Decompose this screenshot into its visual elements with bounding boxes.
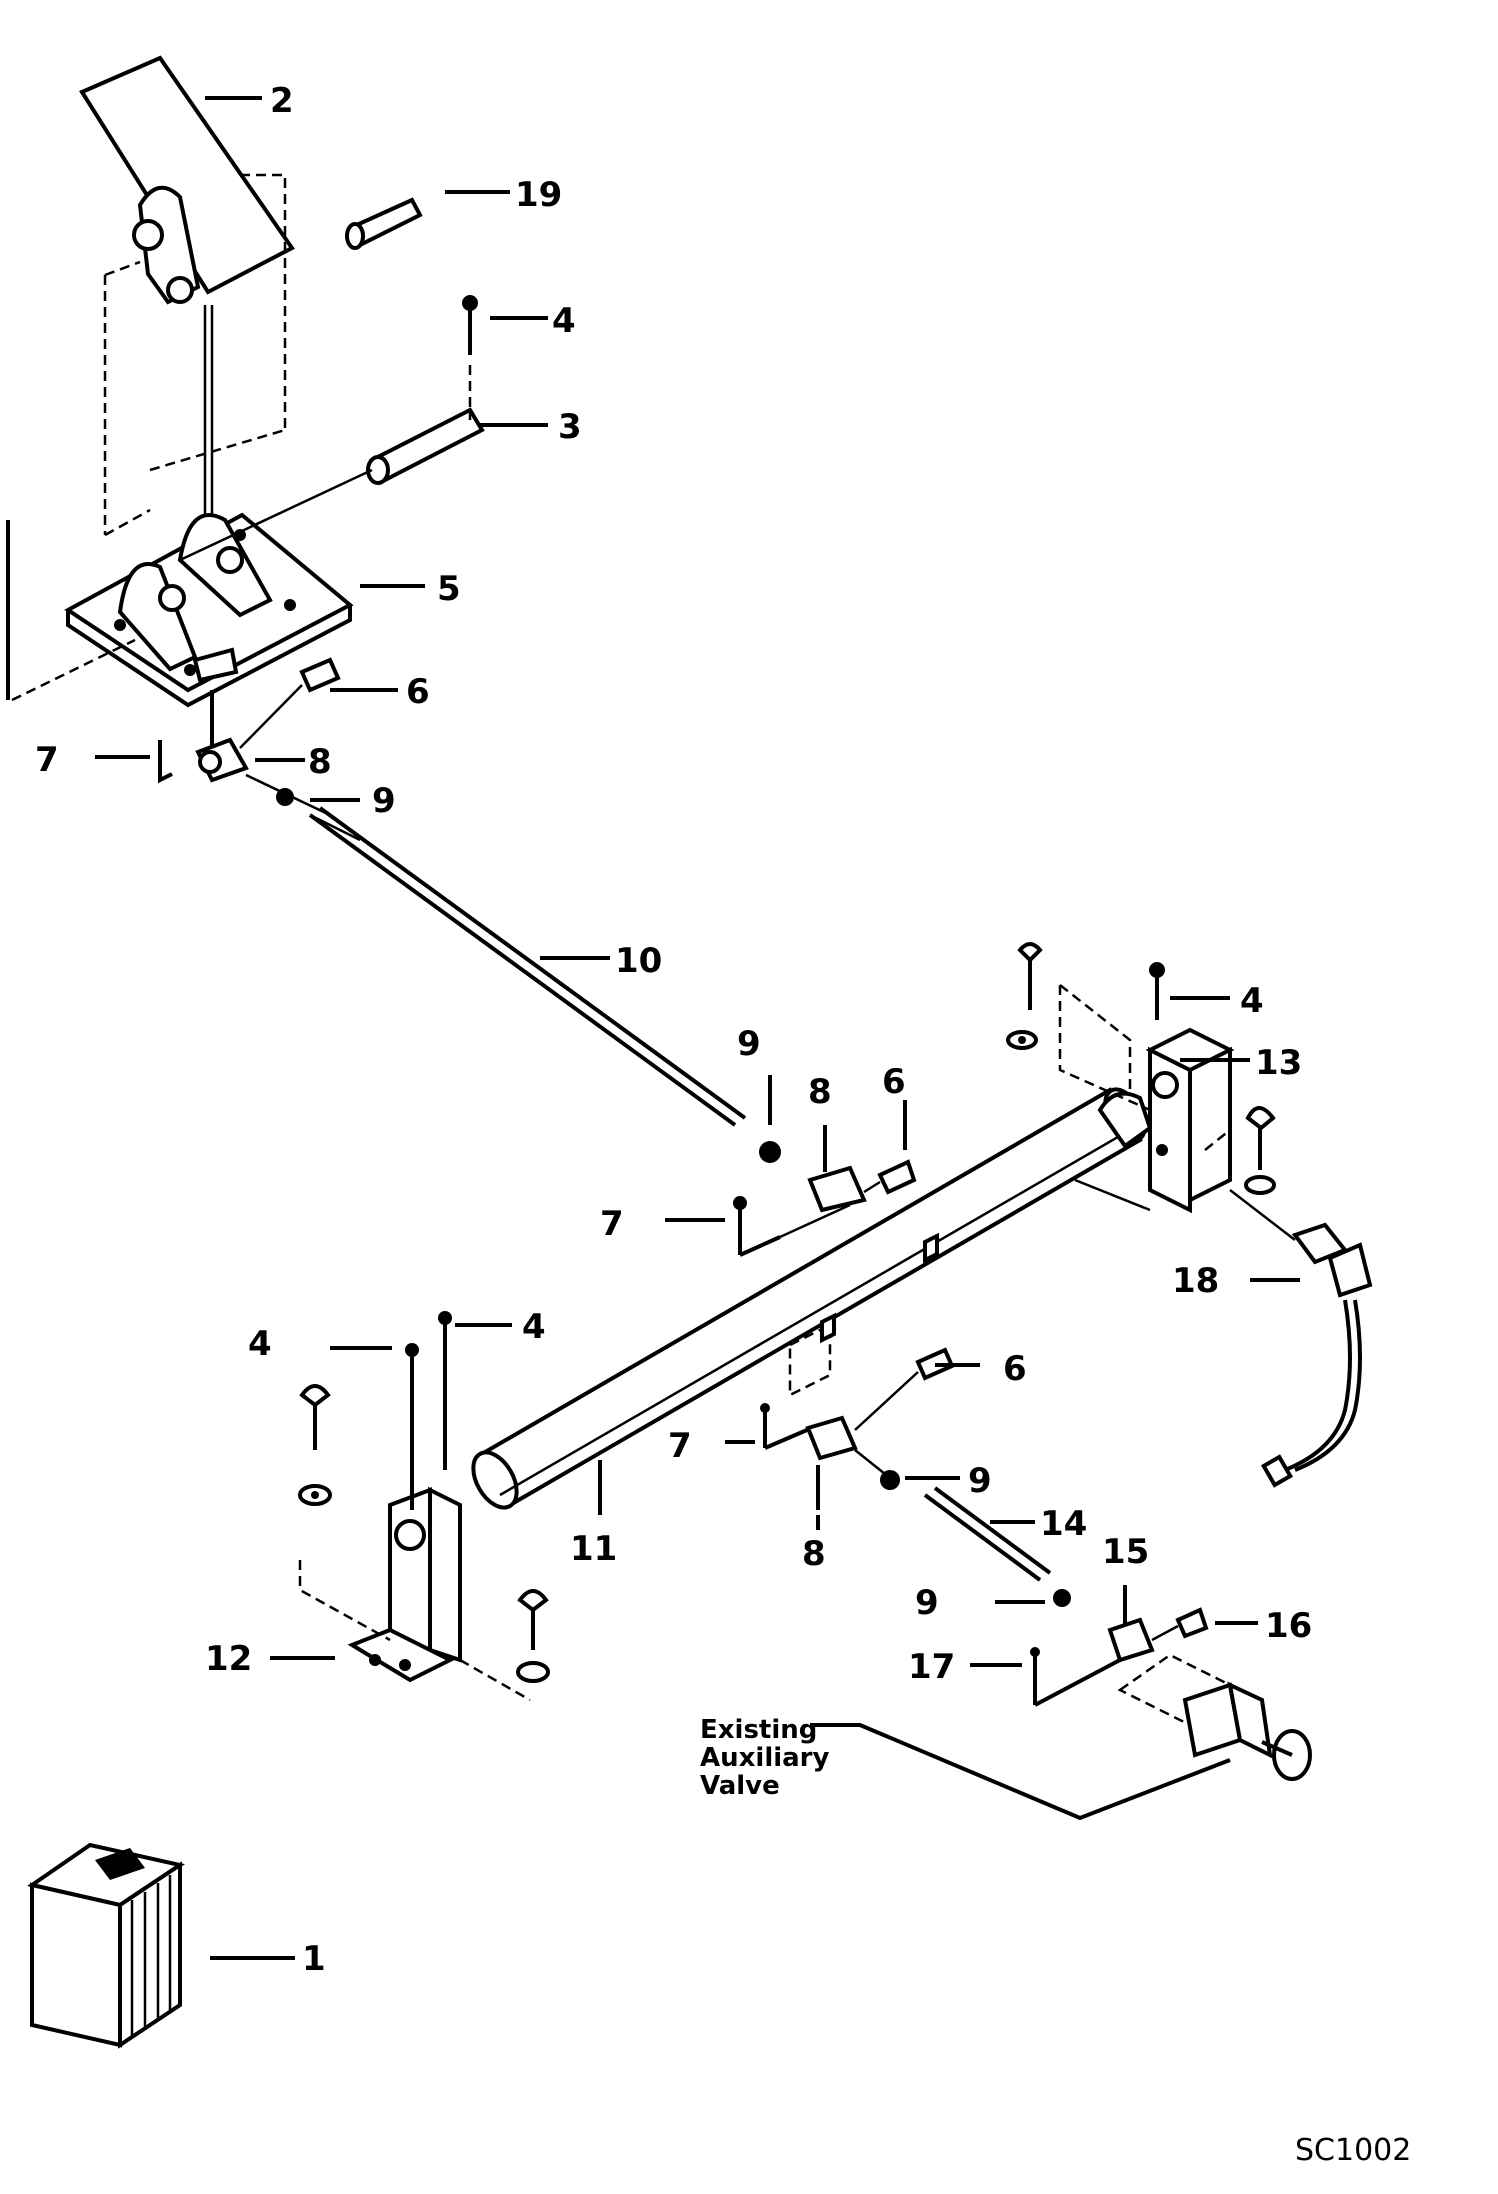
callout-7: 7 (35, 740, 59, 780)
callout-1: 1 (302, 1939, 326, 1979)
callout-9: 9 (372, 781, 396, 821)
callout-8: 8 (308, 742, 332, 782)
callout-7: 7 (668, 1426, 692, 1466)
callout-12: 12 (205, 1639, 252, 1679)
callout-5: 5 (437, 569, 461, 609)
note-line-1: Existing (700, 1715, 817, 1745)
callout-10: 10 (615, 941, 662, 981)
callout-16: 16 (1265, 1606, 1312, 1646)
callout-labels: 2 19 4 3 5 6 7 8 9 10 9 8 6 4 13 7 18 4 … (35, 81, 1312, 1979)
base-plate (6, 512, 354, 748)
callout-3: 3 (558, 407, 582, 447)
rod-10 (308, 806, 747, 1127)
callout-19: 19 (515, 175, 562, 215)
callout-14: 14 (1040, 1504, 1087, 1544)
pin-19 (345, 197, 423, 250)
pin-3 (179, 295, 485, 562)
callout-4: 4 (552, 301, 576, 341)
callout-7: 7 (600, 1204, 624, 1244)
kit-box (27, 1842, 186, 2049)
callout-2: 2 (270, 81, 294, 121)
callout-18: 18 (1172, 1261, 1219, 1301)
pedal-assembly (79, 55, 295, 540)
lower-linkage (760, 1312, 1209, 1707)
note-line-2: Auxiliary (700, 1743, 830, 1773)
callout-6: 6 (406, 672, 430, 712)
callout-11: 11 (570, 1529, 617, 1569)
callout-8: 8 (808, 1072, 832, 1112)
callout-9: 9 (915, 1583, 939, 1623)
bracket-13 (1058, 984, 1235, 1214)
callout-13: 13 (1255, 1043, 1302, 1083)
callout-17: 17 (908, 1647, 955, 1687)
callout-9: 9 (968, 1461, 992, 1501)
figure-code: SC1002 (1295, 2133, 1411, 2168)
callout-8: 8 (802, 1534, 826, 1574)
callout-4: 4 (1240, 981, 1264, 1021)
callout-9: 9 (737, 1024, 761, 1064)
callout-15: 15 (1102, 1532, 1149, 1572)
note-line-3: Valve (700, 1771, 780, 1801)
switch-18 (1229, 1189, 1373, 1488)
hardware-12 (298, 1311, 550, 1683)
cross-shaft-tube (471, 1087, 1153, 1510)
existing-valve-note: Existing Auxiliary Valve (700, 1715, 830, 1801)
auxiliary-valve (1117, 1653, 1312, 1781)
callout-4: 4 (248, 1324, 272, 1364)
upper-linkage (158, 657, 341, 817)
middle-linkage (733, 1075, 917, 1257)
callout-4: 4 (522, 1307, 546, 1347)
leader-lines (95, 96, 1300, 1960)
callout-6: 6 (1003, 1349, 1027, 1389)
bracket-12 (298, 1486, 531, 1702)
hardware-13 (1006, 942, 1276, 1195)
callout-6: 6 (882, 1062, 906, 1102)
